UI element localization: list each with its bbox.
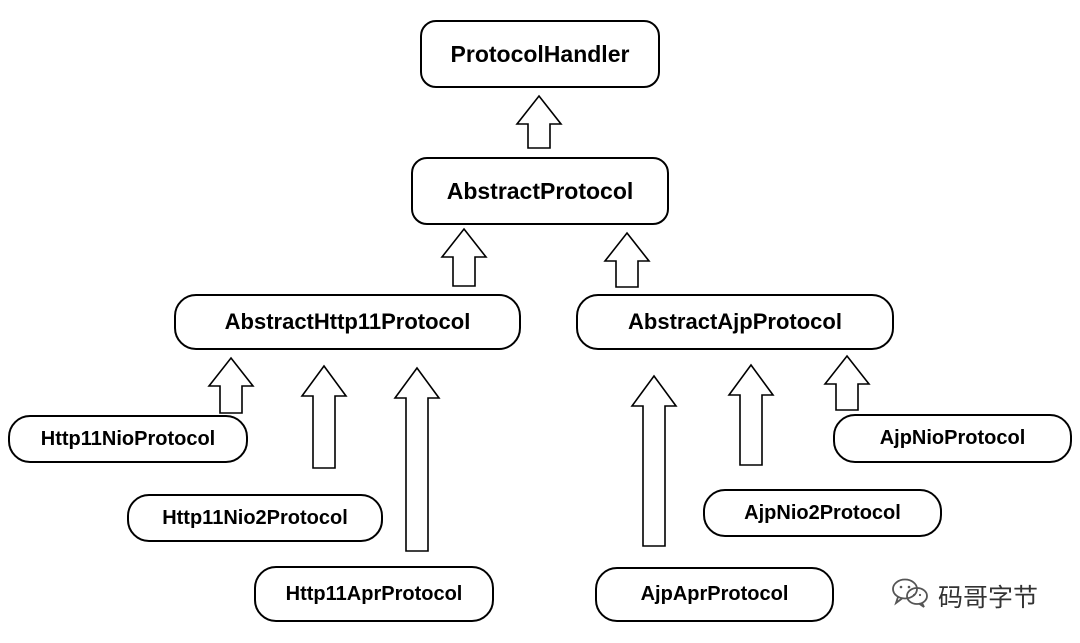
arrow-ajpnio2-to-abstractajp [727,363,775,466]
wechat-icon [890,576,930,616]
arrow-http11nio2-to-abstracthttp11 [300,364,348,469]
node-http11-apr-protocol: Http11AprProtocol [254,566,494,622]
arrow-abstracthttp11-to-abstractprotocol [440,227,488,287]
node-http11-nio2-protocol: Http11Nio2Protocol [127,494,383,542]
node-ajp-nio-protocol: AjpNioProtocol [833,414,1072,463]
arrow-abstractajp-to-abstractprotocol [603,231,651,288]
node-ajp-nio2-protocol: AjpNio2Protocol [703,489,942,537]
arrow-ajpapr-to-abstractajp [630,374,678,547]
watermark-text: 码哥字节 [938,583,1039,612]
node-http11-nio-protocol: Http11NioProtocol [8,415,248,463]
node-abstract-protocol: AbstractProtocol [411,157,669,225]
arrow-ajpnio-to-abstractajp [823,354,871,411]
arrow-http11nio-to-abstracthttp11 [207,356,255,414]
node-protocol-handler: ProtocolHandler [420,20,660,88]
node-abstract-http11-protocol: AbstractHttp11Protocol [174,294,521,350]
arrow-http11apr-to-abstracthttp11 [393,366,441,552]
node-ajp-apr-protocol: AjpAprProtocol [595,567,834,622]
node-abstract-ajp-protocol: AbstractAjpProtocol [576,294,894,350]
arrow-abstractprotocol-to-protocolhandler [515,94,563,149]
watermark: 码哥字节 [890,576,1038,616]
